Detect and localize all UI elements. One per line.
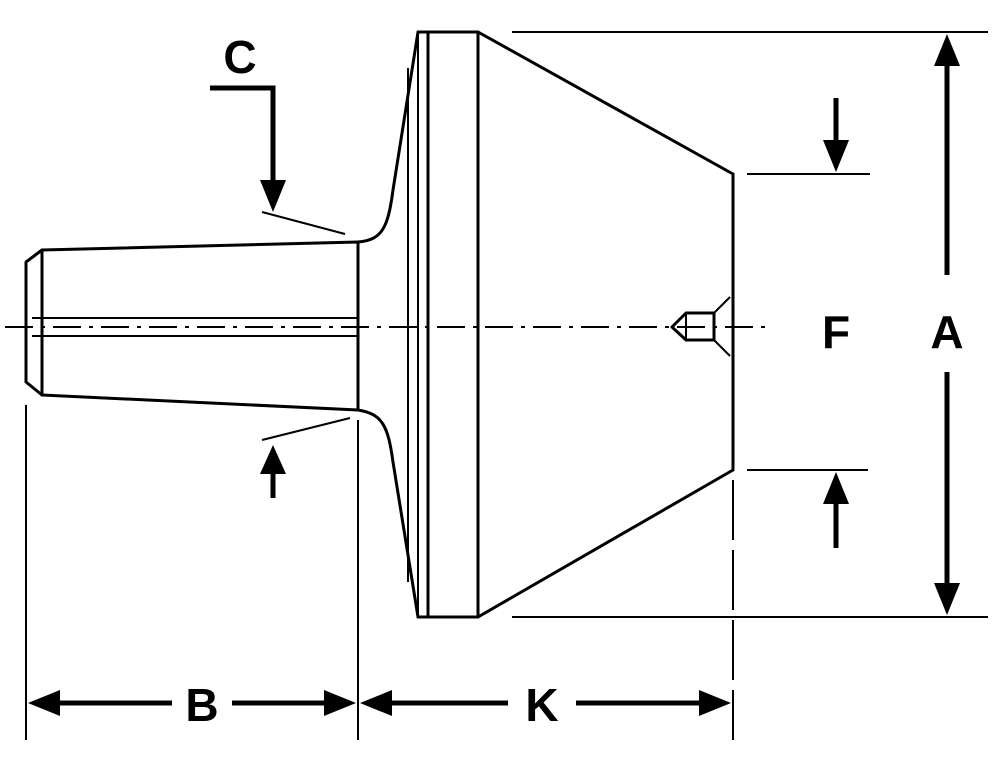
label-k: K bbox=[525, 679, 558, 731]
dimension-c bbox=[210, 85, 351, 498]
label-f: F bbox=[822, 306, 850, 358]
extension-lines bbox=[25, 31, 988, 740]
dimension-b bbox=[28, 690, 356, 716]
dimension-b-arrow-right bbox=[324, 690, 356, 716]
dimension-k bbox=[360, 690, 731, 716]
dimension-k-arrow-left bbox=[360, 690, 392, 716]
dimension-k-arrow-right bbox=[699, 690, 731, 716]
dimension-f-arrow-top bbox=[823, 140, 849, 172]
neck-fillet bbox=[356, 30, 420, 619]
label-a: A bbox=[930, 306, 963, 358]
dimension-a-arrow-top bbox=[934, 34, 960, 66]
dimension-a bbox=[934, 34, 960, 615]
dimension-f-arrow-bottom bbox=[823, 472, 849, 504]
dimension-f bbox=[823, 98, 849, 548]
label-c: C bbox=[223, 31, 256, 83]
label-b: B bbox=[185, 679, 218, 731]
dimension-c-arrow-top bbox=[260, 180, 286, 212]
dimension-b-arrow-left bbox=[28, 690, 60, 716]
dimension-c-arrow-bottom bbox=[260, 445, 286, 474]
center-hole bbox=[670, 296, 731, 357]
head-body bbox=[416, 30, 480, 619]
dimension-a-arrow-bottom bbox=[934, 583, 960, 615]
cone-point bbox=[476, 30, 735, 619]
